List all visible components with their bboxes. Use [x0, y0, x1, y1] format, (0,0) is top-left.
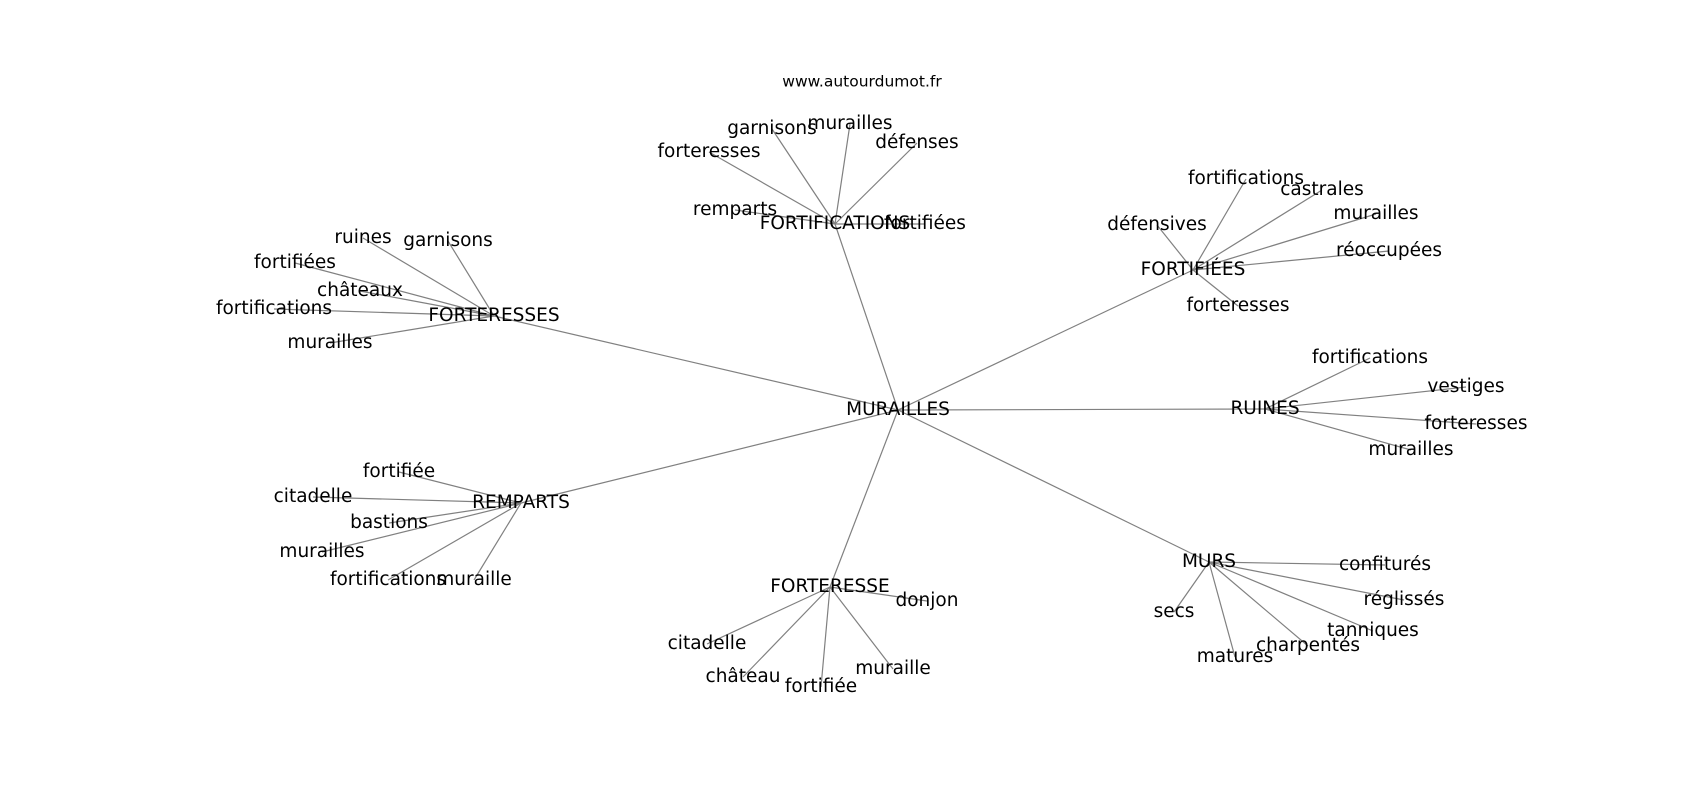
hub-leaf-edge — [294, 262, 495, 317]
center-hub-edge — [897, 269, 1194, 411]
leaf-node-label: fortifications — [216, 298, 332, 319]
leaf-node-label: citadelle — [274, 486, 353, 507]
hub-leaf-edge — [1173, 561, 1210, 613]
leaf-node-label: châteaux — [317, 280, 403, 301]
hub-leaf-edge — [829, 586, 928, 602]
center-node-label: MURAILLES — [846, 399, 950, 420]
hub-leaf-edge — [1192, 178, 1247, 271]
hub-leaf-edge — [398, 471, 522, 504]
hub-leaf-edge — [1208, 561, 1386, 566]
leaf-node-label: château — [706, 666, 781, 687]
leaf-node-label: garnisons — [403, 230, 493, 251]
hub-leaf-edge — [1264, 408, 1412, 451]
leaf-node-label: murailles — [1368, 439, 1453, 460]
leaf-node-label: ruines — [334, 227, 391, 248]
hub-leaf-edge — [1156, 224, 1194, 271]
leaf-node-label: fortifiée — [785, 676, 857, 697]
hub-leaf-edge — [312, 496, 522, 504]
leaf-node-label: défenses — [875, 132, 958, 153]
source-url: www.autourdumot.fr — [782, 73, 942, 91]
leaf-node-label: forteresses — [1425, 413, 1528, 434]
hub-leaf-edge — [706, 586, 831, 645]
leaf-node-label: confiturés — [1339, 554, 1431, 575]
hub-leaf-edge — [1192, 250, 1390, 271]
hub-node-label: FORTIFICATIONS — [760, 213, 911, 234]
hub-node-label: FORTERESSES — [428, 305, 559, 326]
center-hub-edge — [897, 408, 1266, 411]
hub-node-label: FORTERESSE — [770, 576, 889, 597]
hub-leaf-edge — [1264, 386, 1467, 410]
center-hub-edge — [897, 409, 1210, 563]
hub-leaf-edge — [388, 502, 522, 524]
leaf-node-label: citadelle — [668, 633, 747, 654]
leaf-node-label: défensives — [1107, 214, 1207, 235]
center-hub-edge — [520, 409, 899, 504]
leaf-node-label: tanniques — [1327, 620, 1419, 641]
center-hub-edge — [493, 315, 899, 411]
hub-leaf-edge — [329, 315, 495, 344]
hub-leaf-edge — [1192, 189, 1323, 271]
hub-leaf-edge — [1208, 561, 1374, 632]
hub-leaf-edge — [829, 586, 894, 670]
hub-leaf-edge — [1208, 561, 1405, 601]
leaf-node-label: fortifications — [330, 569, 446, 590]
leaf-node-label: castrales — [1280, 179, 1364, 200]
hub-leaf-edge — [359, 290, 495, 317]
hub-leaf-edge — [1264, 408, 1477, 425]
leaf-node-label: réoccupées — [1336, 240, 1442, 261]
leaf-node-label: donjon — [896, 590, 959, 611]
leaf-node-label: murailles — [807, 113, 892, 134]
graph-edges — [273, 123, 1477, 688]
center-hub-edge — [834, 223, 899, 411]
hub-leaf-edge — [362, 237, 495, 317]
leaf-node-label: matures — [1197, 646, 1274, 667]
leaf-node-label: bastions — [350, 512, 428, 533]
hub-leaf-edge — [734, 209, 836, 225]
leaf-node-label: forteresses — [1187, 295, 1290, 316]
center-hub-edge — [829, 409, 899, 588]
hub-leaf-edge — [834, 142, 918, 225]
hub-node-label: RUINES — [1230, 398, 1299, 419]
leaf-node-label: muraille — [436, 569, 512, 590]
leaf-node-label: murailles — [279, 541, 364, 562]
leaf-node-label: fortifiées — [884, 213, 966, 234]
hub-leaf-edge — [473, 502, 522, 581]
hub-leaf-edge — [1208, 561, 1236, 658]
leaf-node-label: réglissés — [1364, 589, 1445, 610]
leaf-node-label: fortifications — [1188, 168, 1304, 189]
hub-node-label: FORTIFIÉES — [1141, 258, 1246, 280]
hub-leaf-edge — [321, 502, 522, 553]
leaf-node-label: muraille — [855, 658, 931, 679]
leaf-node-label: murailles — [287, 332, 372, 353]
leaf-node-label: fortifiées — [254, 252, 336, 273]
hub-leaf-edge — [820, 586, 831, 688]
graph-labels: MURAILLESFORTIFICATIONSforteressesgarnis… — [216, 113, 1528, 697]
leaf-node-label: remparts — [693, 199, 777, 220]
hub-leaf-edge — [387, 502, 522, 581]
hub-leaf-edge — [447, 240, 495, 317]
hub-leaf-edge — [742, 586, 831, 678]
leaf-node-label: fortifications — [1312, 347, 1428, 368]
leaf-node-label: secs — [1154, 601, 1195, 622]
hub-leaf-edge — [834, 123, 851, 225]
hub-leaf-edge — [708, 151, 836, 225]
hub-leaf-edge — [1192, 213, 1377, 271]
leaf-node-label: vestiges — [1427, 376, 1504, 397]
hub-leaf-edge — [771, 128, 836, 225]
hub-leaf-edge — [273, 308, 495, 317]
leaf-node-label: forteresses — [658, 141, 761, 162]
hub-leaf-edge — [1208, 561, 1309, 647]
leaf-node-label: fortifiée — [363, 461, 435, 482]
hub-node-label: MURS — [1182, 551, 1236, 572]
hub-node-label: REMPARTS — [472, 492, 570, 513]
hub-leaf-edge — [1192, 269, 1239, 307]
hub-leaf-edge — [1264, 357, 1371, 410]
leaf-node-label: garnisons — [727, 118, 817, 139]
leaf-node-label: murailles — [1333, 203, 1418, 224]
leaf-node-label: charpentés — [1256, 635, 1360, 656]
